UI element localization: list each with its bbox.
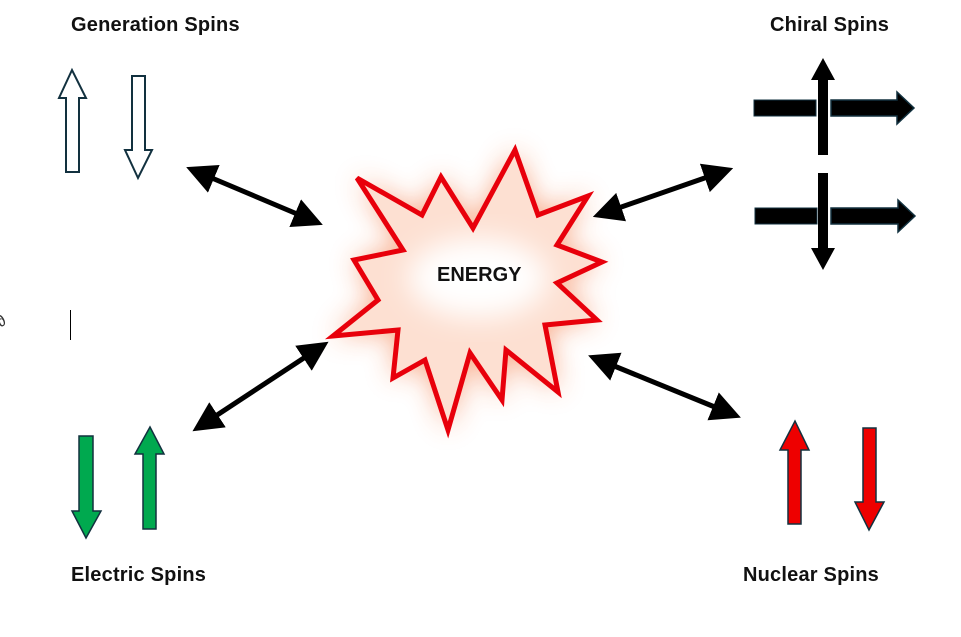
nuclear-spin-down-arrow-icon (853, 427, 886, 532)
chiral-top-right-arrow-icon (830, 90, 916, 126)
chiral-spins (753, 58, 917, 270)
energy-burst (324, 143, 609, 439)
chiral-bottom-right-arrow-icon (830, 198, 917, 234)
chiral-bottom-horizontal-left (754, 207, 818, 225)
nuclear-spin-up-arrow-icon (778, 419, 811, 525)
chiral-top-horizontal-left (753, 99, 817, 117)
generation-spin-down-arrow-icon (123, 75, 154, 181)
connector-electric (192, 341, 329, 432)
connector-nuclear (588, 352, 741, 421)
chiral-up-arrow-icon (811, 58, 835, 155)
connector-generation (186, 165, 323, 227)
chiral-down-arrow-icon (811, 173, 835, 270)
energy-label: ENERGY (437, 264, 522, 286)
electric-spin-down-arrow-icon (70, 435, 103, 540)
nuclear-spins-label: Nuclear Spins (743, 564, 879, 586)
nuclear-spins (778, 419, 886, 532)
energy-star-outline (324, 143, 609, 439)
connector-chiral (592, 163, 734, 222)
generation-spins-label: Generation Spins (71, 14, 240, 36)
electric-spins-label: Electric Spins (71, 564, 207, 586)
generation-spin-up-arrow-icon (57, 67, 88, 173)
text-cursor (70, 310, 71, 340)
generation-spins (57, 67, 154, 181)
electric-spins (70, 425, 166, 540)
chiral-spins-label: Chiral Spins (770, 14, 890, 36)
electric-spin-up-arrow-icon (133, 425, 166, 530)
energy-center-highlight (408, 238, 548, 318)
